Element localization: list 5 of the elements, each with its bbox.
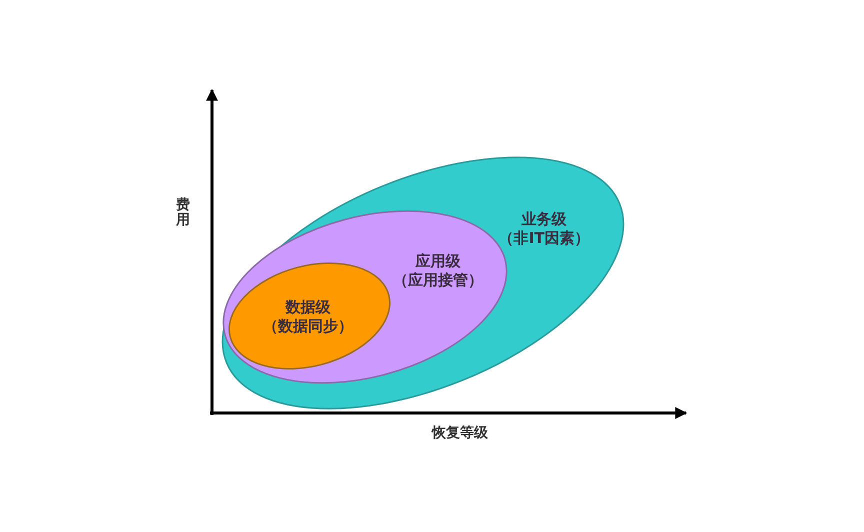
ellipse-label: 业务级（非IT因素） [498,210,590,248]
x-axis-label: 恢复等级 [432,424,488,442]
ellipse-label: 应用级（应用接管） [392,252,484,290]
y-axis-label: 费用 [176,198,190,229]
ellipse-label: 数据级（数据同步） [262,298,354,336]
